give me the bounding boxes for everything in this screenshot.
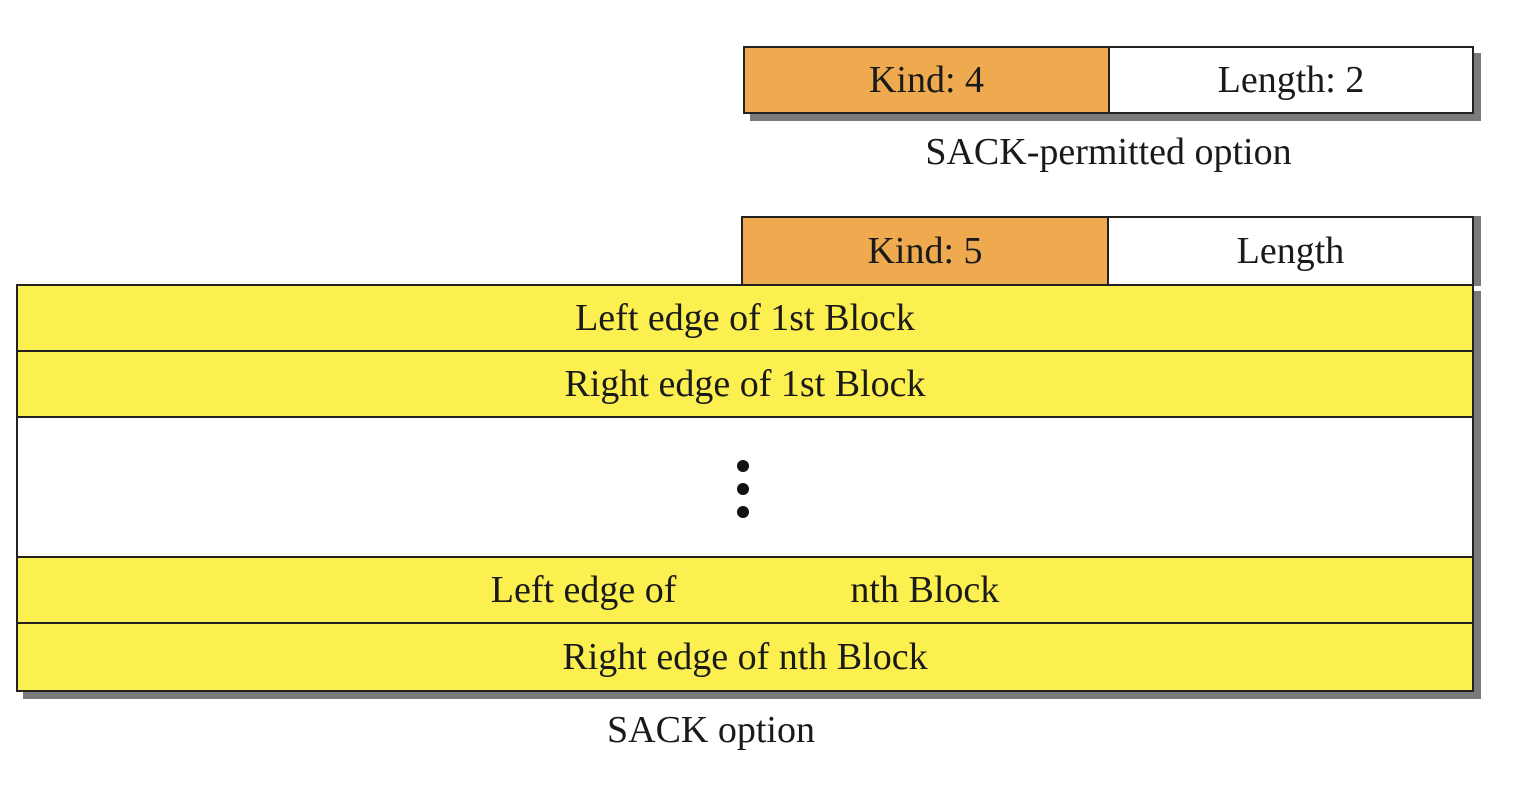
vertical-ellipsis-icon (737, 460, 751, 529)
ellipsis-row (18, 418, 1472, 558)
ellipsis-dot (737, 506, 749, 518)
right-edge-nth-block-row: Right edge of nth Block (18, 624, 1472, 690)
left-edge-nth-block-row: Left edge of nth Block (18, 558, 1472, 624)
sack-kind-label: Kind: 5 (867, 230, 983, 272)
ellipsis-dot (737, 460, 749, 472)
sack-length-field: Length (1109, 218, 1472, 284)
sack-permitted-option-box: Kind: 4 Length: 2 (743, 46, 1474, 114)
right-edge-nth-block-label: Right edge of nth Block (562, 636, 928, 678)
right-edge-first-block-row: Right edge of 1st Block (18, 352, 1472, 418)
sack-kind-field: Kind: 5 (743, 218, 1109, 284)
sack-permitted-length-field: Length: 2 (1110, 48, 1472, 112)
sack-length-label: Length (1236, 230, 1345, 272)
right-edge-first-block-label: Right edge of 1st Block (564, 363, 926, 405)
sack-permitted-length-label: Length: 2 (1217, 59, 1365, 101)
sack-permitted-caption: SACK-permitted option (925, 131, 1292, 173)
left-edge-nth-block-label-part1: Left edge of (490, 569, 677, 611)
sack-permitted-kind-label: Kind: 4 (868, 59, 985, 101)
left-edge-first-block-row: Left edge of 1st Block (18, 286, 1472, 352)
sack-option-header-box: Kind: 5 Length (741, 216, 1474, 286)
sack-permitted-kind-field: Kind: 4 (745, 48, 1110, 112)
sack-option-caption: SACK option (607, 709, 815, 751)
left-edge-first-block-label: Left edge of 1st Block (575, 297, 915, 339)
left-edge-nth-block-label-part2: nth Block (850, 569, 1000, 611)
sack-option-blocks-box: Left edge of 1st Block Right edge of 1st… (16, 284, 1474, 692)
ellipsis-dot (737, 483, 749, 495)
